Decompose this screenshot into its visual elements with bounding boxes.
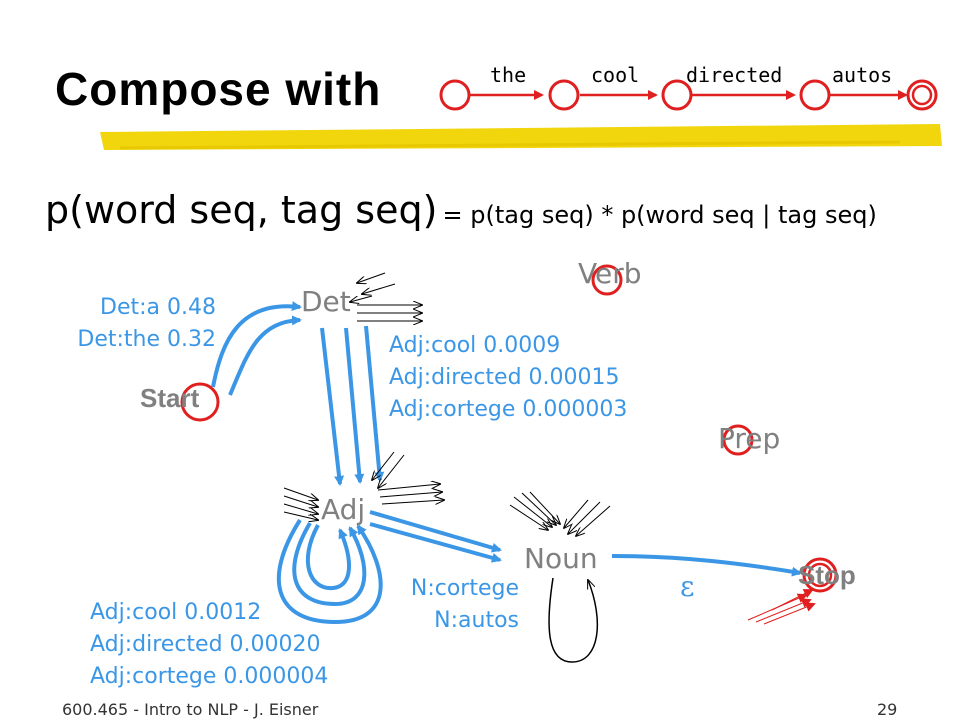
fsa-state-0	[439, 79, 471, 111]
state-det: Det	[301, 285, 351, 318]
adj-self-loops	[276, 518, 383, 625]
adj-noun-labels: N:cortege N:autos	[411, 573, 519, 637]
noun-self-loop	[548, 578, 599, 663]
state-stop: Stop	[798, 560, 856, 590]
fsa-word-autos: autos	[832, 63, 893, 87]
footer-course: 600.465 - Intro to NLP - J. Eisner	[62, 700, 319, 719]
start-det-labels: Det:a 0.48 Det:the 0.32	[77, 292, 216, 356]
start-det-arcs	[211, 301, 302, 396]
arc-label: N:cortege	[410, 576, 519, 601]
state-adj: Adj	[321, 493, 366, 526]
slide-title: Compose with	[55, 63, 382, 115]
adj-stub-arrows	[283, 451, 444, 520]
arc-label: Det:the 0.32	[77, 327, 216, 352]
stop-stub-arrows	[747, 589, 816, 625]
arc-label: Det:a 0.48	[100, 295, 216, 320]
adj-noun-arcs	[369, 510, 502, 563]
noun-stop-arc	[611, 554, 802, 577]
state-prep: Prep	[718, 422, 781, 455]
formula-decomposition: = p(tag seq) * p(word seq | tag seq)	[442, 201, 877, 229]
probability-formula: p(word seq, tag seq) = p(tag seq) * p(wo…	[45, 188, 877, 232]
formula-joint: p(word seq, tag seq)	[45, 188, 438, 232]
fsa-word-the: the	[490, 63, 527, 87]
stop-state	[802, 557, 838, 593]
det-adj-labels: Adj:cool 0.0009 Adj:directed 0.00015 Adj…	[389, 330, 627, 426]
fsa-state-3	[799, 79, 831, 111]
noun-stub-arrows	[509, 491, 611, 536]
fsa-word-directed: directed	[686, 63, 783, 87]
adj-adj-labels: Adj:cool 0.0012 Adj:directed 0.00020 Adj…	[90, 597, 328, 693]
arc-label: Adj:cortege 0.000004	[90, 664, 329, 689]
verb-state	[591, 264, 623, 296]
arc-label: N:autos	[434, 608, 519, 633]
det-stub-arrows	[350, 272, 422, 321]
state-verb: Verb	[578, 257, 642, 290]
arc-label: Adj:directed 0.00020	[90, 632, 321, 657]
epsilon-label: ε	[680, 570, 695, 603]
arc-label: Adj:directed 0.00015	[389, 365, 620, 390]
arc-label: Adj:cool 0.0012	[90, 600, 262, 625]
state-noun: Noun	[524, 542, 598, 575]
state-start: Start	[140, 383, 200, 413]
fsa-state-1	[548, 79, 580, 111]
prep-state	[722, 424, 754, 456]
det-adj-arcs	[320, 325, 385, 486]
arc-label: Adj:cortege 0.000003	[389, 397, 628, 422]
word-fsa	[439, 79, 938, 111]
start-state	[180, 382, 220, 422]
fsa-word-cool: cool	[591, 63, 640, 87]
footer-page-number: 29	[877, 700, 898, 719]
title-highlight	[100, 124, 942, 150]
arc-label: Adj:cool 0.0009	[389, 333, 561, 358]
fsa-state-2	[661, 79, 693, 111]
